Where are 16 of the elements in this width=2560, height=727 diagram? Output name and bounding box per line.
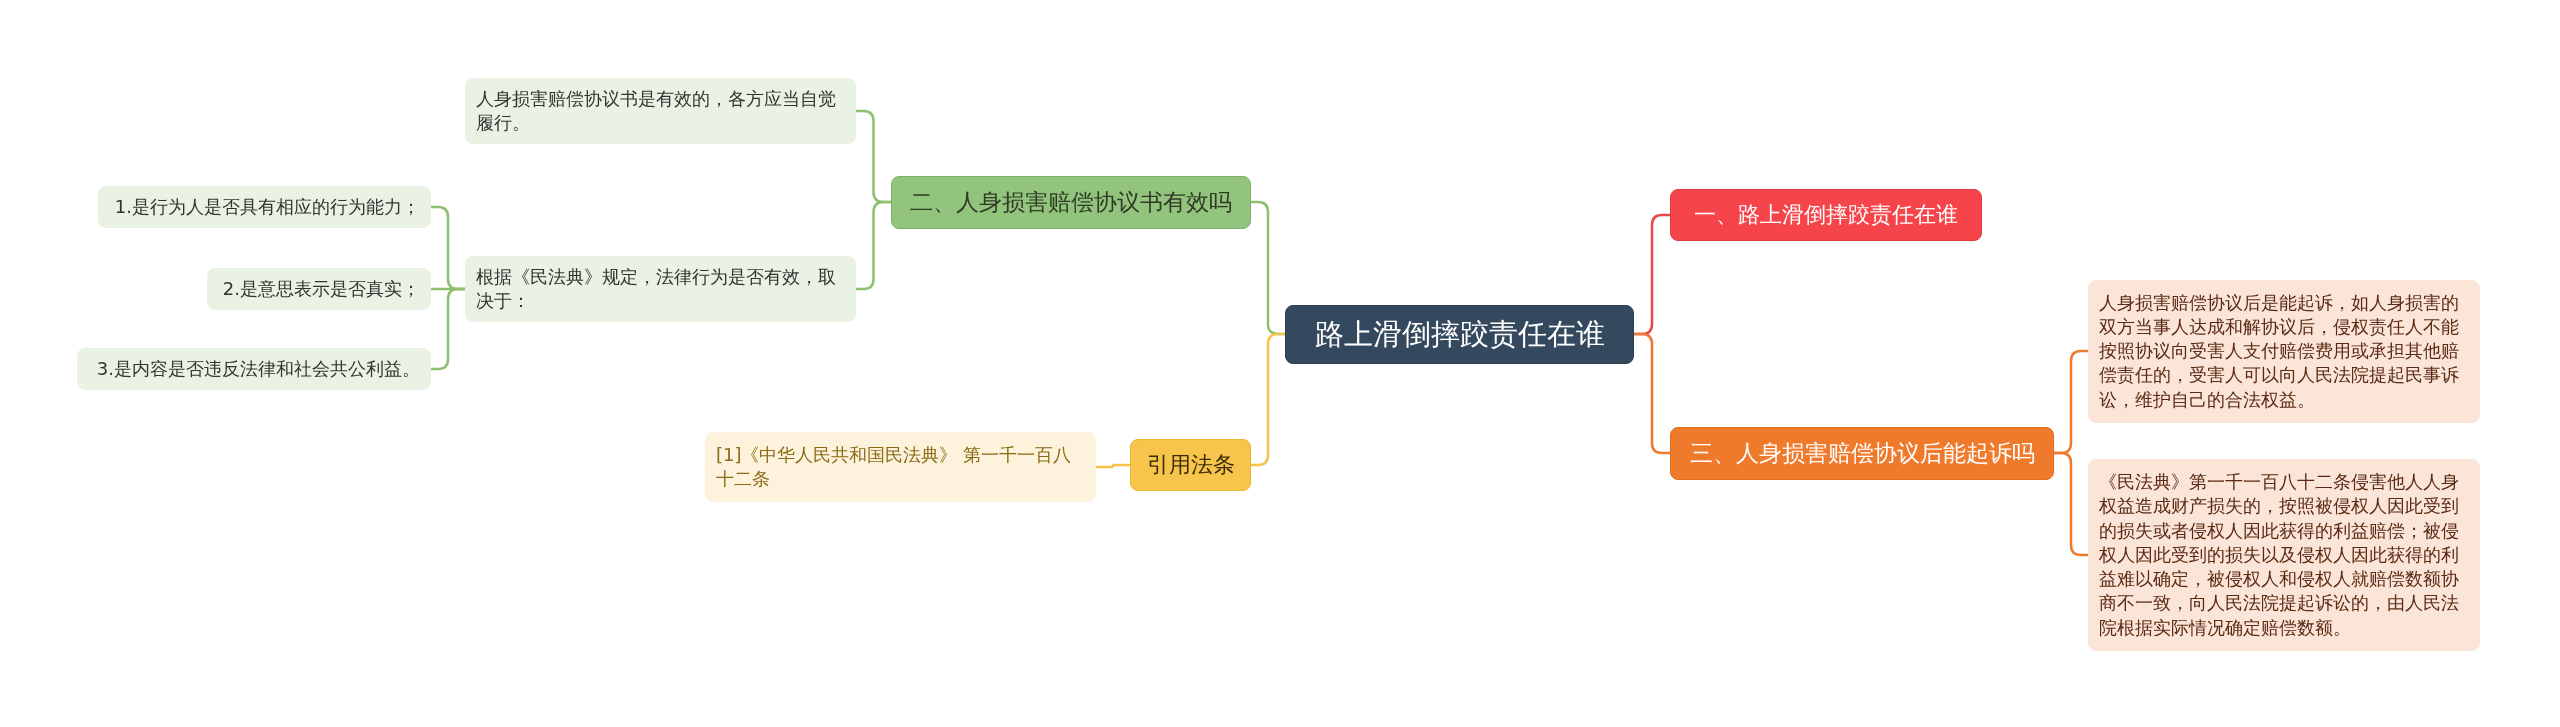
leaf-topic-box: 3.是内容是否违反法律和社会共公利益。 <box>77 348 431 391</box>
branch-topic-box: 引用法条 <box>1130 439 1251 491</box>
leaf-topic-box: 人身损害赔偿协议书是有效的，各方应当自觉履行。 <box>465 77 856 145</box>
connector-line <box>1634 332 1670 455</box>
connector-line <box>856 200 891 291</box>
root-topic-box: 路上滑倒摔跤责任在谁 <box>1285 304 1634 364</box>
leaf-topic-box: 1.是行为人是否具有相应的行为能力； <box>98 186 431 229</box>
connector-line <box>1096 463 1130 469</box>
leaf-topic-box: 《民法典》第一千一百八十二条侵害他人人身权益造成财产损失的，按照被侵权人因此受到的损失或者侵权人因此获得的利益赔偿；被侵权人因此受到的损失以及侵权人因此获得的利益难以确定，被侵权人和侵权人就赔偿数额协商不一致，向人民法院提起诉讼的，由人民法院根据实际情况确定赔偿数额。 <box>2088 459 2480 652</box>
leaf-topic-box: 根据《民法典》规定，法律行为是否有效，取决于： <box>465 255 856 323</box>
leaf-topic-box: 2.是意思表示是否真实； <box>207 268 431 311</box>
branch-topic-box: 三、人身损害赔偿协议后能起诉吗 <box>1670 426 2054 480</box>
leaf-topic-box: 人身损害赔偿协议后是能起诉，如人身损害的双方当事人达成和解协议后，侵权责任人不能按照协议向受害人支付赔偿费用或承担其他赔偿责任的，受害人可以向人民法院提起民事诉讼，维护自己的合法权益。 <box>2088 279 2480 423</box>
leaf-topic-box: [1]《中华人民共和国民法典》 第一千一百八十二条 <box>705 431 1096 503</box>
branch-topic-box: 二、人身损害赔偿协议书有效吗 <box>891 175 1251 229</box>
branch-topic-box: 一、路上滑倒摔跤责任在谁 <box>1670 189 1982 241</box>
